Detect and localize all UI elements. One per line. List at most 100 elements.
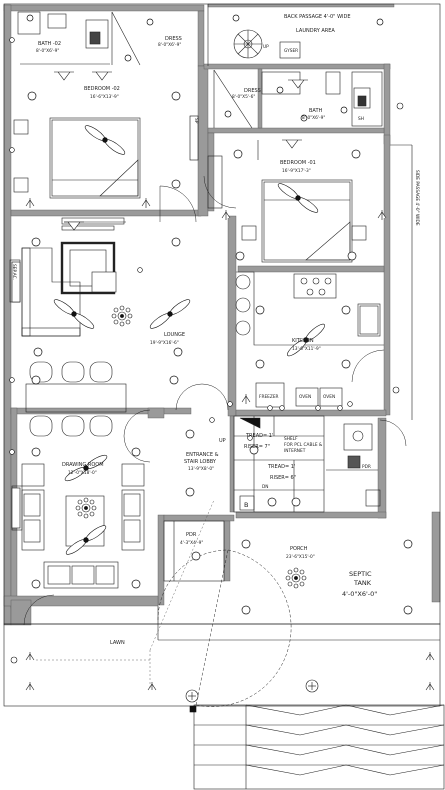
wall-light-icon xyxy=(425,652,435,661)
bedroom1-size: 16'-9"X17'-3" xyxy=(282,168,311,174)
bath2-size: 8'-0"X6'-9" xyxy=(36,48,59,54)
light-icon xyxy=(276,86,284,94)
ceiling-lights xyxy=(26,14,413,615)
light-icon xyxy=(341,359,351,369)
gate-swing xyxy=(157,549,292,707)
labels: BATH -02 8'-0"X6'-9" DRESS 8'-0"X6'-9" B… xyxy=(11,14,420,646)
wall-light-icon xyxy=(282,139,302,149)
store-side-label: SP xyxy=(193,118,199,124)
wall-light-icon xyxy=(54,71,74,81)
wall-light-icon xyxy=(25,652,35,661)
light-icon xyxy=(291,497,301,507)
lounge-furniture xyxy=(9,225,117,337)
septic-size: 4'-0"X6'-0" xyxy=(342,590,377,598)
oven2-label: OVEN xyxy=(323,394,335,400)
light-icon xyxy=(31,375,41,385)
light-icon xyxy=(340,106,348,114)
fan-icon xyxy=(64,454,108,482)
light-icon xyxy=(124,54,132,62)
up-stair-label: UP xyxy=(219,438,226,444)
chandelier-icon xyxy=(111,305,133,327)
geyser-label: GYSER xyxy=(284,48,298,54)
sockets xyxy=(9,37,404,664)
socket-icon xyxy=(9,147,15,153)
store-side-label-2: SEP.AC. xyxy=(11,264,17,280)
light-icon xyxy=(31,237,41,247)
drawing-size: 12'-0"X18'-0" xyxy=(68,470,97,476)
socket-icon xyxy=(209,417,215,423)
bedroom2-label: BEDROOM -02 xyxy=(84,86,120,92)
porch-size: 23'-6"X15'-0" xyxy=(286,554,315,560)
back-passage-label: BACK PASSAGE 4'-0" WIDE xyxy=(284,14,351,20)
light-icon xyxy=(191,551,201,561)
laundry-label: LAUNDRY AREA xyxy=(296,28,335,34)
bedroom1-label: BEDROOM -01 xyxy=(280,160,316,166)
wall-light-icon xyxy=(221,210,231,220)
light-icon xyxy=(300,114,308,122)
socket-icon xyxy=(9,449,15,455)
lawn-label: LAWN xyxy=(110,640,125,646)
light-icon xyxy=(241,539,251,549)
dress1-label: DRESS xyxy=(244,88,261,94)
shelf-line3: INTERNET xyxy=(284,448,306,454)
light-icon xyxy=(267,497,277,507)
fan-icon xyxy=(277,183,319,213)
wall-light-icon xyxy=(64,221,84,231)
dress1-size: 8'-0"X5'-6" xyxy=(232,94,255,100)
oven1-label: OVEN xyxy=(299,394,311,400)
bedroom2-size: 16'-6"X13'-9" xyxy=(90,94,119,100)
entrance-label-2: STAIR LOBBY xyxy=(184,459,217,465)
light-icon xyxy=(341,305,351,315)
light-icon xyxy=(347,251,357,261)
dress-label: DRESS xyxy=(165,36,182,42)
side-passage-label: SIDE PASSAGE 4'-0" WIDE xyxy=(414,170,420,226)
chandelier-icon xyxy=(75,497,97,519)
kitchen-label: KITCHEN xyxy=(292,338,314,344)
light-icon xyxy=(376,18,384,26)
light-icon xyxy=(185,429,195,439)
pdr-upper-fixtures xyxy=(326,423,381,507)
light-icon xyxy=(224,110,232,118)
socket-icon xyxy=(347,401,353,407)
socket-icon xyxy=(267,405,273,411)
light-icon xyxy=(169,375,179,385)
drawing-label: DRAWING ROOM xyxy=(62,462,104,468)
fan-icon xyxy=(287,323,325,357)
socket-icon xyxy=(337,405,343,411)
light-icon xyxy=(171,179,181,189)
wall-light-icon xyxy=(425,682,435,691)
light-icon xyxy=(351,149,361,159)
light-icon xyxy=(173,347,183,357)
wall-light-icon xyxy=(377,210,387,220)
septic-label-2: TANK xyxy=(353,579,372,587)
wall-light-icon xyxy=(288,79,308,89)
pdr-upper-label: PDR xyxy=(362,464,371,470)
kitchen-size: 13'-6"X11'-9" xyxy=(292,346,321,352)
septic-label: SEPTIC xyxy=(349,570,372,578)
dn-label: DN xyxy=(262,484,269,490)
wall-light-icon xyxy=(141,198,151,208)
bath2-label: BATH -02 xyxy=(38,41,61,47)
db-boxes xyxy=(11,115,319,713)
dress-size: 8'-0"X6'-9" xyxy=(158,42,181,48)
ceiling-fans xyxy=(53,125,325,555)
socket-icon xyxy=(247,435,253,441)
kitchen-fixtures xyxy=(235,271,384,408)
bedroom-02-furniture xyxy=(13,117,141,225)
bath-mid-fixtures xyxy=(213,69,383,129)
light-icon xyxy=(241,605,251,615)
light-icon xyxy=(255,305,265,315)
light-icon xyxy=(185,487,195,497)
entrance-label: ENTRANCE & xyxy=(186,452,219,458)
entrance-size: 13'-9"X8'-0" xyxy=(188,466,214,472)
light-icon xyxy=(131,579,141,589)
light-icon xyxy=(232,14,240,22)
up-small-label: UP xyxy=(263,44,269,50)
light-icon xyxy=(27,91,37,101)
tread2-label: TREAD= 1' xyxy=(267,464,295,470)
light-icon xyxy=(235,251,245,261)
fan-icon xyxy=(149,299,191,329)
spiral-stair xyxy=(233,29,301,59)
pdr-size: 4'-3"X4'-9" xyxy=(180,540,203,546)
